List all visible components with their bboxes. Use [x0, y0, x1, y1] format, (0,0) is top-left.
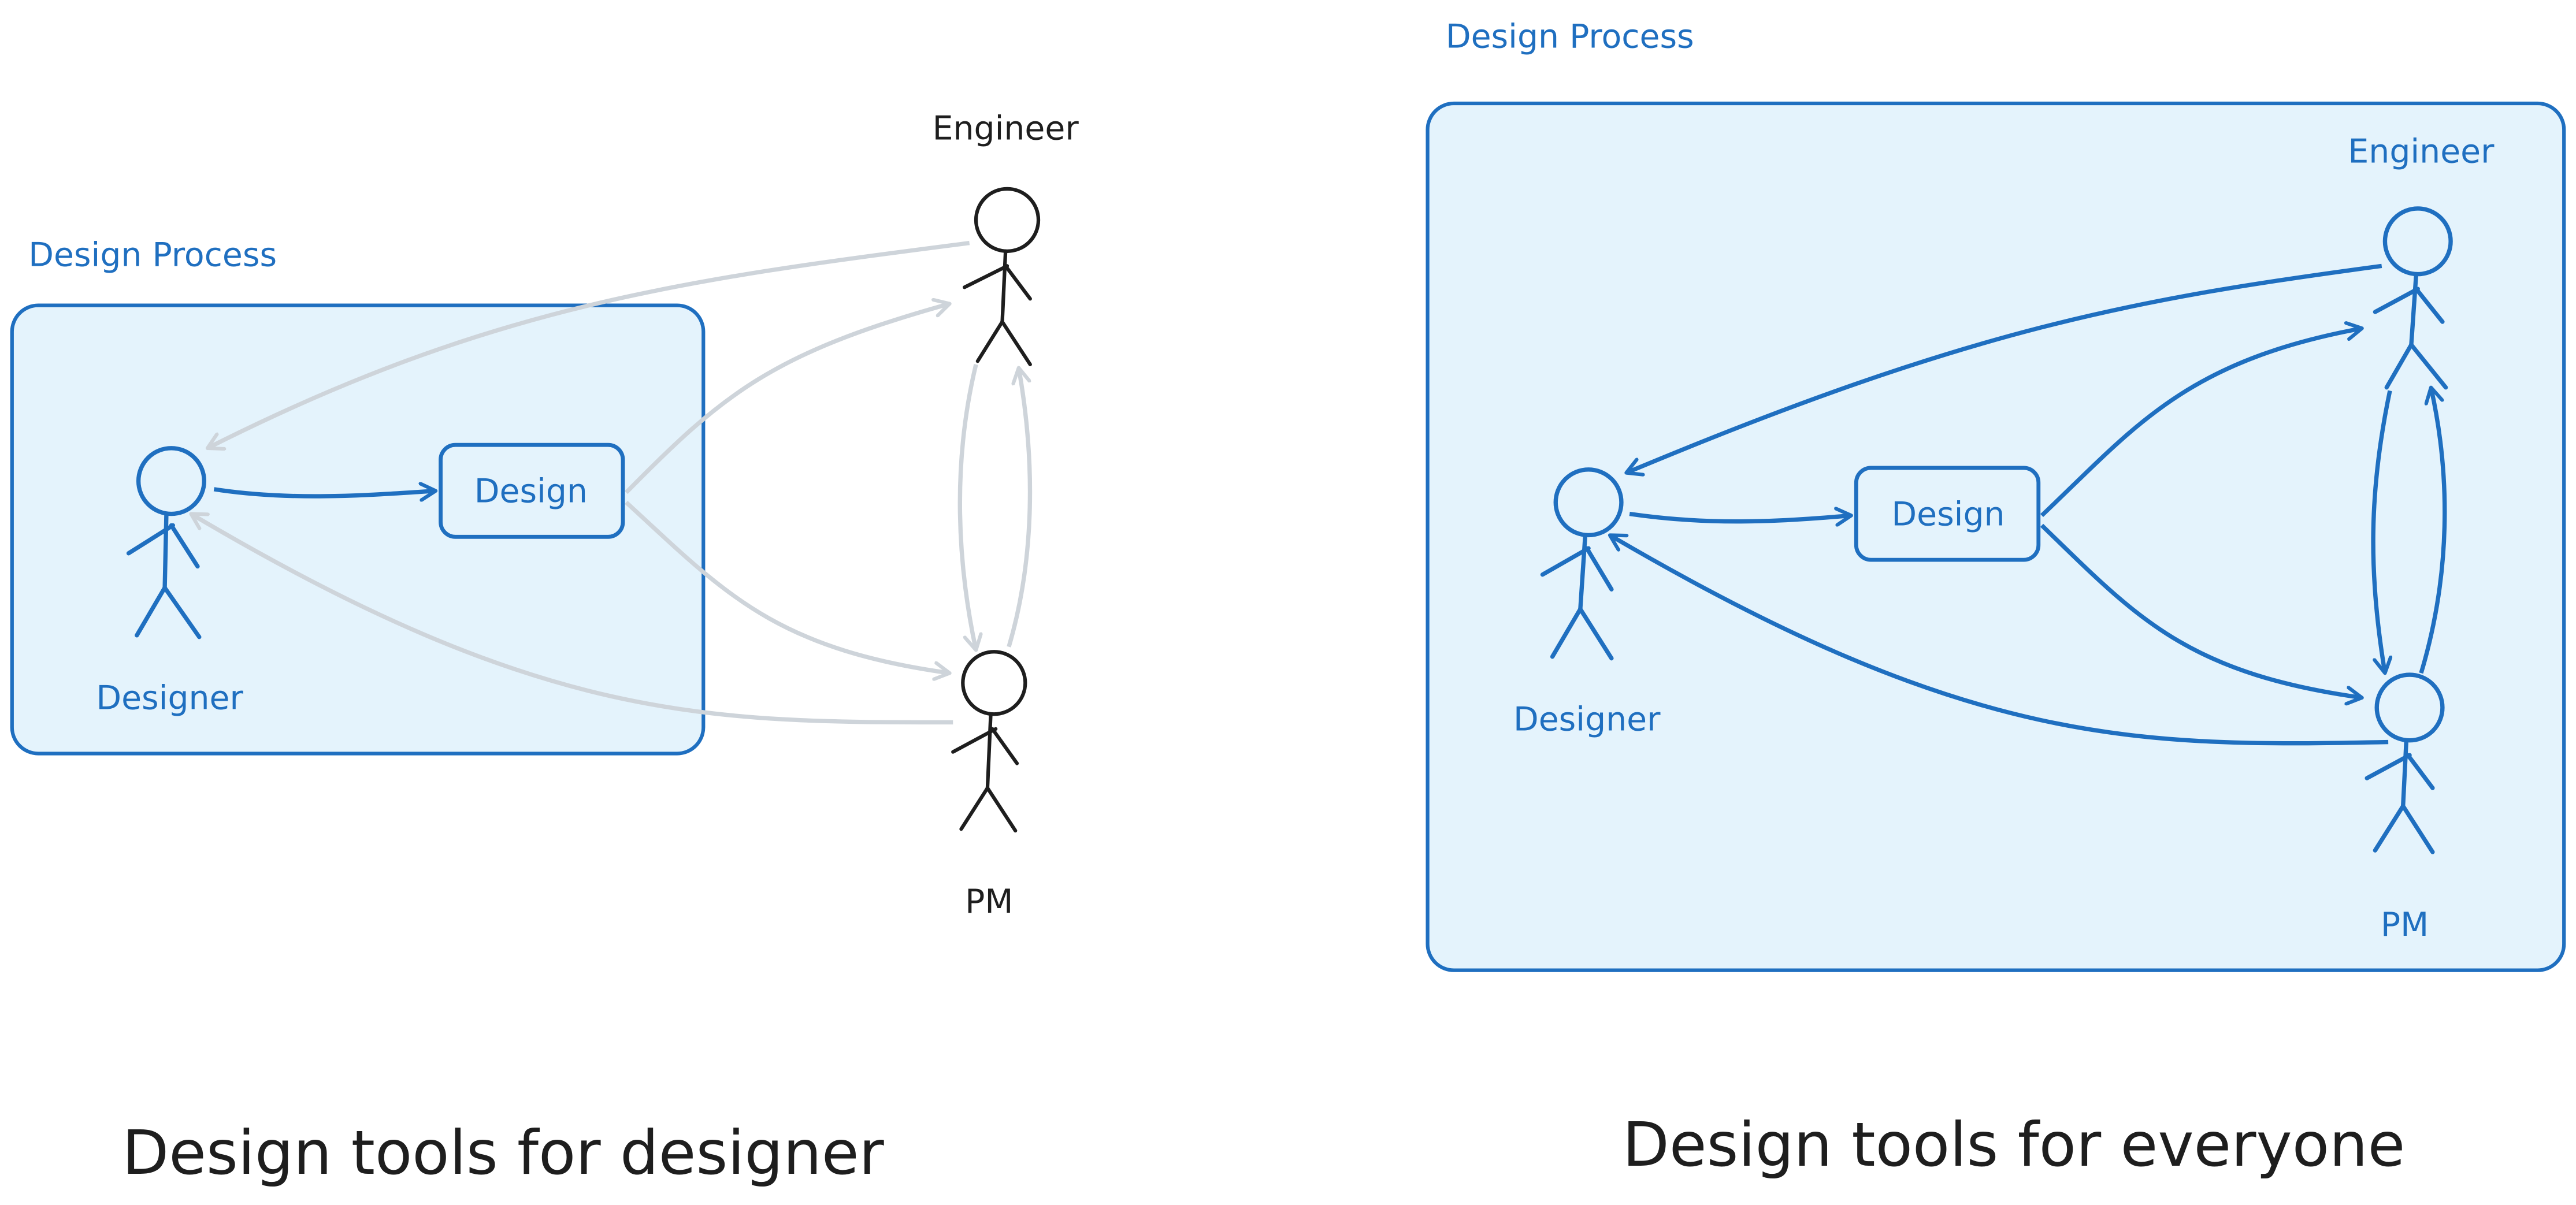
right-arrow-designer-to-design	[1629, 514, 1851, 522]
left-arrow-engineer-to-designer	[207, 240, 970, 448]
left-designer-figure	[126, 446, 206, 639]
right-designer-label: Designer	[1513, 701, 1661, 739]
right-engineer-label: Engineer	[2348, 132, 2495, 170]
right-pm-label: PM	[2381, 906, 2429, 944]
left-pm-label: PM	[965, 883, 1013, 921]
left-pm-figure	[951, 650, 1027, 833]
right-arrow-design-to-pm	[2040, 523, 2362, 697]
right-engineer-figure	[2373, 206, 2453, 390]
right-diagram: Design Process Designer Design Engineer	[1426, 17, 2566, 1180]
left-engineer-figure	[963, 187, 1041, 367]
right-design-node-label: Design	[1891, 495, 2005, 533]
right-arrow-engineer-to-pm	[2371, 390, 2390, 673]
right-arrow-engineer-to-designer	[1626, 263, 2382, 473]
left-arrow-engineer-to-pm	[957, 364, 976, 650]
right-pm-figure	[2365, 672, 2445, 854]
left-engineer-label: Engineer	[933, 110, 1079, 148]
right-design-node	[1854, 466, 2041, 562]
right-design-process-box	[1426, 101, 2566, 972]
left-group-label: Design Process	[28, 236, 277, 274]
left-design-node-label: Design	[474, 473, 588, 511]
right-arrow-pm-to-designer	[1610, 533, 2389, 746]
left-arrow-pm-to-designer	[191, 512, 953, 725]
left-arrow-design-to-pm	[625, 500, 950, 674]
left-caption: Design tools for designer	[122, 1117, 884, 1188]
left-design-process-box	[10, 303, 706, 756]
right-designer-figure	[1540, 467, 1624, 661]
left-designer-label: Designer	[96, 679, 243, 717]
left-arrow-design-to-engineer	[625, 304, 950, 494]
right-arrow-design-to-engineer	[2040, 328, 2362, 518]
left-arrow-designer-to-design	[213, 489, 436, 496]
left-design-node	[439, 442, 625, 539]
left-diagram: Design Process Designer Design Engineer	[10, 110, 1079, 1188]
right-arrow-pm-to-engineer	[2419, 388, 2447, 674]
right-caption: Design tools for everyone	[1623, 1109, 2405, 1180]
left-arrow-pm-to-engineer	[1007, 368, 1033, 648]
right-group-label: Design Process	[1446, 17, 1694, 55]
